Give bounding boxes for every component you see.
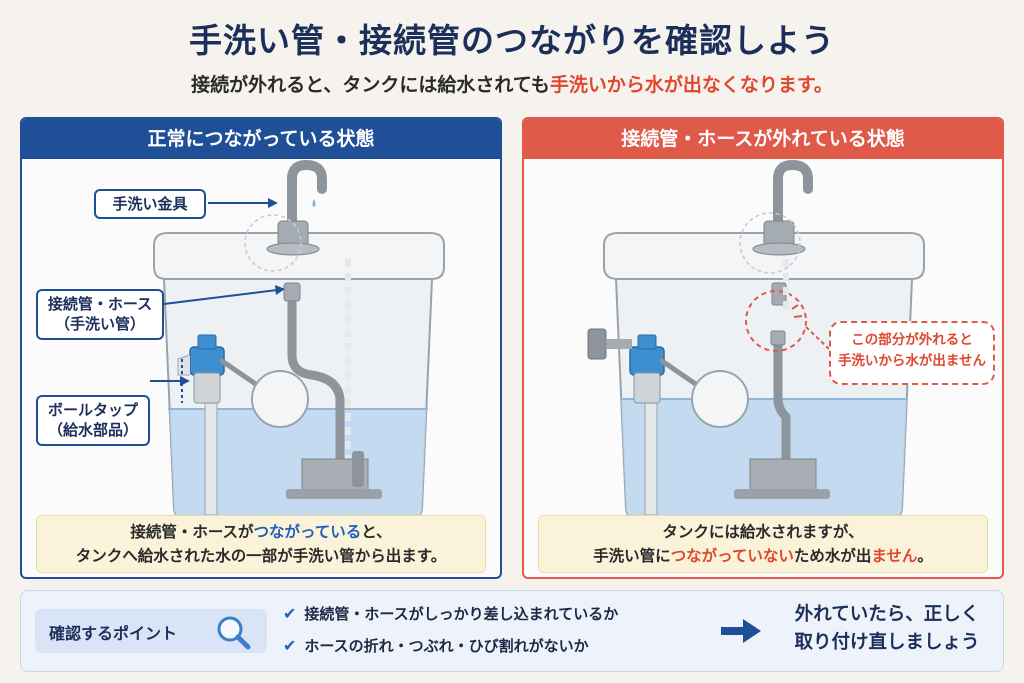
callout-line1: この部分が外れると [851,332,973,348]
detached-hose [773,332,791,469]
disconnected-note-highlight1: つながっていない [670,547,794,566]
disconnection-highlight [745,290,807,352]
disconnected-state-illustration: この部分が外れると 手洗いから水が出ません タンクには給水されますが、 手洗い管… [524,159,1002,577]
disconnected-state-note: タンクには給水されますが、 手洗い管につながっていないため水が出ません。 [538,515,988,573]
subtitle-highlight: 手洗いから水が出なくなります。 [549,74,833,96]
connecting-hose [287,282,345,469]
normal-note-highlight: つながっている [253,523,362,541]
normal-note-text2: と、 [361,523,392,541]
ballcock-label-line2: （給水部品） [47,421,138,440]
disconnected-note-text3: 。 [917,547,933,566]
magnifier-icon [217,616,251,650]
check-icon: ✔ [283,636,297,655]
check-icon: ✔ [283,604,297,623]
float-ball [691,370,749,428]
connecting-pipe-label: 接続管・ホース （手洗い管） [36,289,164,340]
page-title: 手洗い管・接続管のつながりを確認しよう [189,21,835,60]
normal-state-illustration: 手洗い金具 接続管・ホース （手洗い管） ボールタップ （給水部品） 接続管・ホ… [22,159,500,577]
subtitle-text: 接続が外れると、タンクには給水されても [191,74,550,96]
ballcock-label-line1: ボールタップ [47,401,138,419]
disconnection-callout: この部分が外れると 手洗いから水が出ません [829,321,995,385]
float-arm [659,358,703,390]
check-item-text: 接続管・ホースがしっかり差し込まれているか [304,605,619,623]
float-ball [251,370,309,428]
arrow-right-icon [721,619,761,643]
disconnected-note-line1: タンクには給水されますが、 [662,523,864,541]
disconnected-note-text1: 手洗い管に [593,547,671,566]
check-item: ✔ ホースの折れ・つぶれ・ひび割れがないか [283,635,589,656]
check-points-label-text: 確認するポイント [49,624,178,643]
tank-illustration-disconnected [587,159,925,522]
check-item-text: ホースの折れ・つぶれ・ひび割れがないか [304,637,589,655]
faucet-label: 手洗い金具 [94,189,206,220]
disconnected-note-highlight2: ません [871,547,918,566]
normal-state-note: 接続管・ホースがつながっていると、 タンクへ給水された水の一部が手洗い管から出ま… [36,515,486,573]
callout-line2: 手洗いから水が出ません [837,352,987,369]
faucet-spout [773,159,813,234]
normal-state-header: 正常につながっている状態 [22,119,500,159]
final-advice: 外れていたら、正しく 取り付け直しましょう [777,601,997,657]
final-advice-line2: 取り付け直しましょう [794,631,980,653]
faucet-spout [287,159,327,234]
ballcock-label: ボールタップ （給水部品） [36,395,150,446]
page-subtitle: 接続が外れると、タンクには給水されても手洗いから水が出なくなります。 [0,70,1024,97]
final-advice-line1: 外れていたら、正しく [794,604,980,625]
check-item: ✔ 接続管・ホースがしっかり差し込まれているか [283,603,618,624]
disconnected-note-text2: ため水が出 [793,547,872,566]
tank-illustration-connected [150,159,445,522]
check-points-label: 確認するポイント [35,609,267,653]
tank-lid [153,232,445,280]
normal-state-panel: 正常につながっている状態 [20,117,502,579]
disconnected-state-panel: 接続管・ホースが外れている状態 [522,117,1004,579]
check-points-bar: 確認するポイント ✔ 接続管・ホースがしっかり差し込まれているか ✔ ホースの折れ・… [20,590,1004,672]
float-arm [219,358,263,390]
connecting-pipe-label-line1: 接続管・ホース [47,295,153,313]
tank-lid [603,232,925,280]
connecting-pipe-label-line2: （手洗い管） [54,315,145,334]
normal-note-line2: タンクへ給水された水の一部が手洗い管から出ます。 [75,547,447,566]
disconnected-state-header: 接続管・ホースが外れている状態 [524,119,1002,159]
normal-note-text1: 接続管・ホースが [130,523,254,541]
